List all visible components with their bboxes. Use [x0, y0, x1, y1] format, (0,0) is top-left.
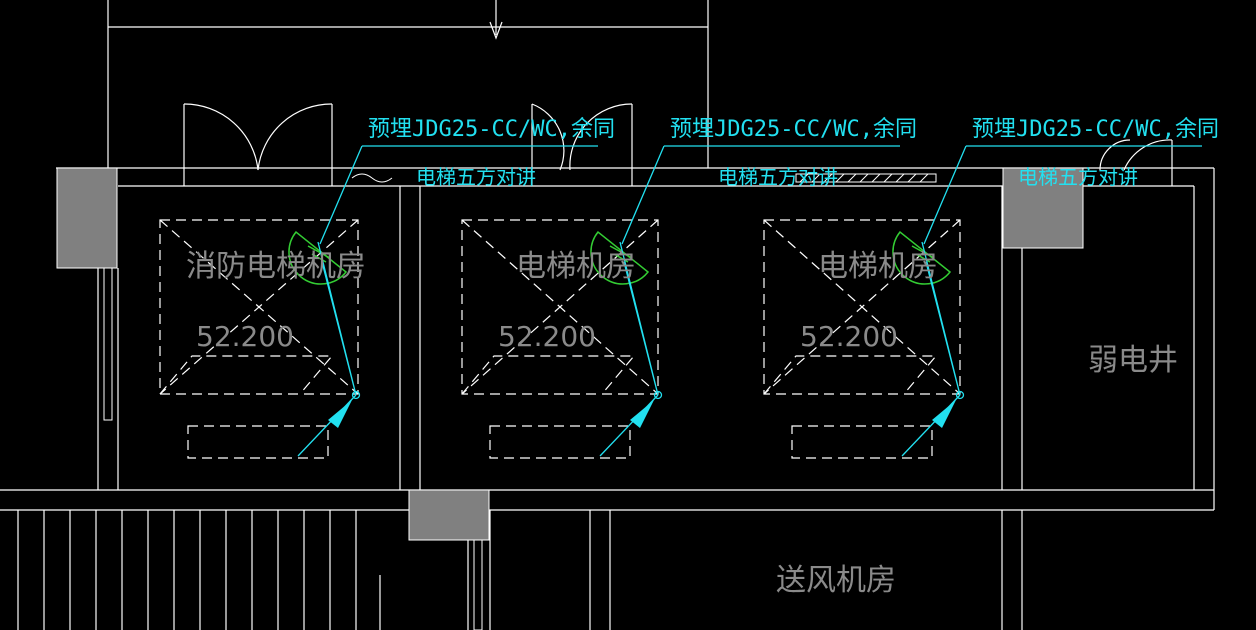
columns	[56, 167, 1084, 541]
room-label-elevator-3: 电梯机房	[818, 249, 938, 284]
top-structure	[107, 0, 709, 168]
conduit-arrows	[328, 400, 956, 428]
conduit-note-1: 预埋JDG25-CC/WC,余同	[368, 117, 615, 142]
wall-hatch	[103, 173, 937, 630]
walls	[0, 167, 1215, 630]
room-label-air-supply: 送风机房	[776, 563, 896, 598]
outlet-point-icon	[955, 390, 965, 400]
column	[1002, 167, 1084, 249]
arrow-icon	[630, 400, 654, 428]
intercom-note-2: 电梯五方对讲	[718, 165, 838, 189]
stairs	[17, 510, 381, 630]
room-label-fire-elevator: 消防电梯机房	[186, 249, 366, 284]
room-label-elevator-2: 电梯机房	[516, 249, 636, 284]
intercom-note-1: 电梯五方对讲	[416, 165, 536, 189]
intercom-note-3: 电梯五方对讲	[1018, 165, 1138, 189]
elevator-five-way-intercom-icon[interactable]	[590, 230, 650, 285]
column	[408, 489, 490, 541]
leader-lines	[297, 145, 1202, 457]
outlet-point-icon	[351, 390, 361, 400]
equipment-room-3	[763, 219, 961, 459]
elevation-label-2: 52.200	[498, 320, 596, 353]
arrow-icon	[932, 400, 956, 428]
conduit-note-3: 预埋JDG25-CC/WC,余同	[972, 117, 1219, 142]
conduit-note-2: 预埋JDG25-CC/WC,余同	[670, 117, 917, 142]
elevation-label-1: 52.200	[196, 320, 294, 353]
column	[56, 167, 118, 269]
door-arcs-top	[183, 103, 1173, 186]
outlet-points	[351, 390, 965, 400]
equipment-room-2	[461, 219, 659, 459]
equipment-room-1	[159, 219, 359, 459]
outlet-point-icon	[653, 390, 663, 400]
arrow-icon	[328, 400, 352, 428]
elevator-five-way-intercom-icon[interactable]	[892, 230, 952, 285]
elevator-five-way-intercom-icon[interactable]	[288, 230, 348, 285]
room-label-weak-current-shaft: 弱电井	[1088, 343, 1178, 378]
elevation-label-3: 52.200	[800, 320, 898, 353]
